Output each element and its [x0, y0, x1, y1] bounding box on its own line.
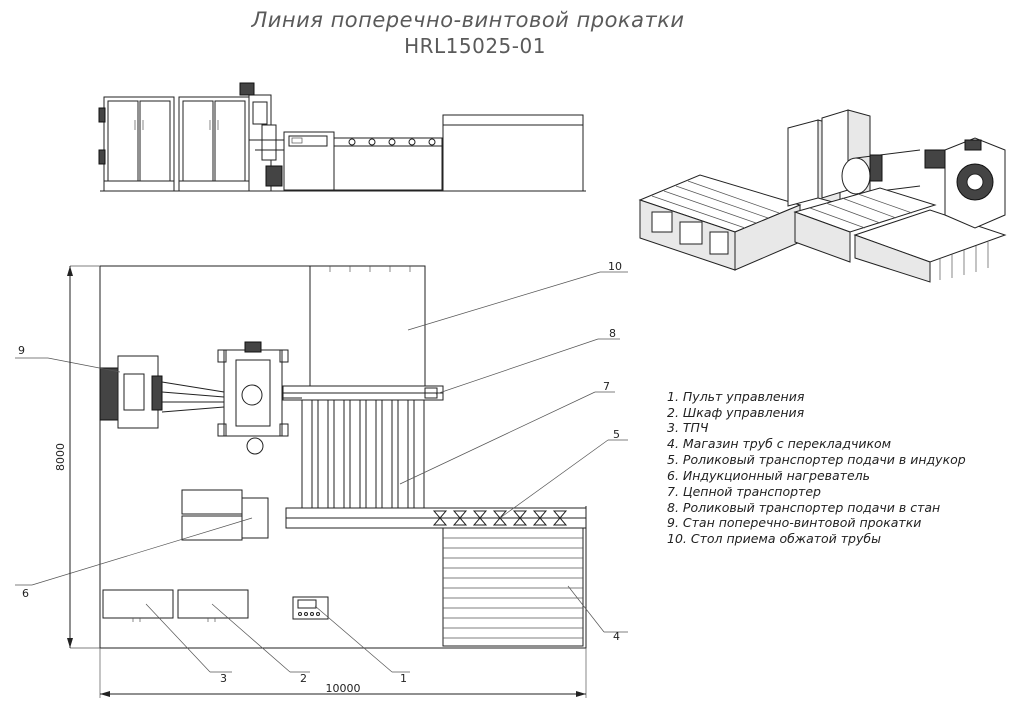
- callout-9: 9: [18, 344, 25, 357]
- legend-item-6: 6. Индукционный нагреватель: [667, 468, 870, 483]
- legend-item-3: 3. ТПЧ: [667, 420, 709, 435]
- isometric-3d-view: [638, 109, 1007, 283]
- callout-3: 3: [220, 672, 227, 685]
- width-dimension: 10000: [99, 648, 587, 698]
- legend: 1. Пульт управления 2. Шкаф управления 3…: [667, 389, 966, 546]
- callout-labels: 1 2 3 4 5 6 7 8 9 10: [18, 260, 622, 685]
- plan-view: 1 2 3 4 5 6 7 8 9 10 8000 10000: [15, 260, 628, 698]
- chain-conveyor-7: [301, 399, 425, 509]
- callout-6: 6: [22, 587, 29, 600]
- cabinet-1: [98, 96, 175, 192]
- induction-heater-6: [181, 489, 269, 541]
- inductor-roller-conveyor-5: [285, 507, 587, 529]
- receiving-table-10: [309, 265, 426, 387]
- feed-roller-conveyor-8: [282, 385, 444, 401]
- callout-8: 8: [609, 327, 616, 340]
- callout-7: 7: [603, 380, 610, 393]
- side-elevation-view: [98, 82, 586, 192]
- legend-item-9: 9. Стан поперечно-винтовой прокатки: [667, 515, 921, 530]
- rolling-mill-9: [99, 341, 302, 455]
- width-value: 10000: [326, 682, 361, 695]
- control-cabinet-2: [177, 589, 249, 619]
- callout-2: 2: [300, 672, 307, 685]
- legend-item-1: 1. Пульт управления: [667, 389, 805, 404]
- legend-item-4: 4. Магазин труб с перекладчиком: [667, 436, 891, 451]
- callout-1: 1: [400, 672, 407, 685]
- legend-item-5: 5. Роликовый транспортер подачи в индуко…: [667, 452, 966, 467]
- legend-item-7: 7. Цепной транспортер: [667, 484, 821, 499]
- height-dimension: 8000: [54, 265, 100, 649]
- mill-side-view: [239, 82, 285, 192]
- drawing-model: HRL15025-01: [404, 34, 546, 58]
- callout-5: 5: [613, 428, 620, 441]
- legend-item-10: 10. Стол приема обжатой трубы: [667, 531, 881, 546]
- pipe-store-side-view: [442, 114, 584, 192]
- conveyor-side-view: [283, 131, 443, 191]
- control-panel-1: [292, 596, 329, 620]
- callout-leaders: [15, 271, 628, 673]
- height-value: 8000: [54, 443, 67, 471]
- legend-item-2: 2. Шкаф управления: [667, 405, 805, 420]
- pipe-store-4: [442, 527, 584, 647]
- cabinet-2: [178, 96, 250, 192]
- legend-item-8: 8. Роликовый транспортер подачи в стан: [667, 500, 940, 515]
- callout-4: 4: [613, 630, 620, 643]
- callout-10: 10: [608, 260, 622, 273]
- drawing-title: Линия поперечно-винтовой прокатки: [250, 8, 684, 32]
- frequency-converter-3: [102, 589, 174, 619]
